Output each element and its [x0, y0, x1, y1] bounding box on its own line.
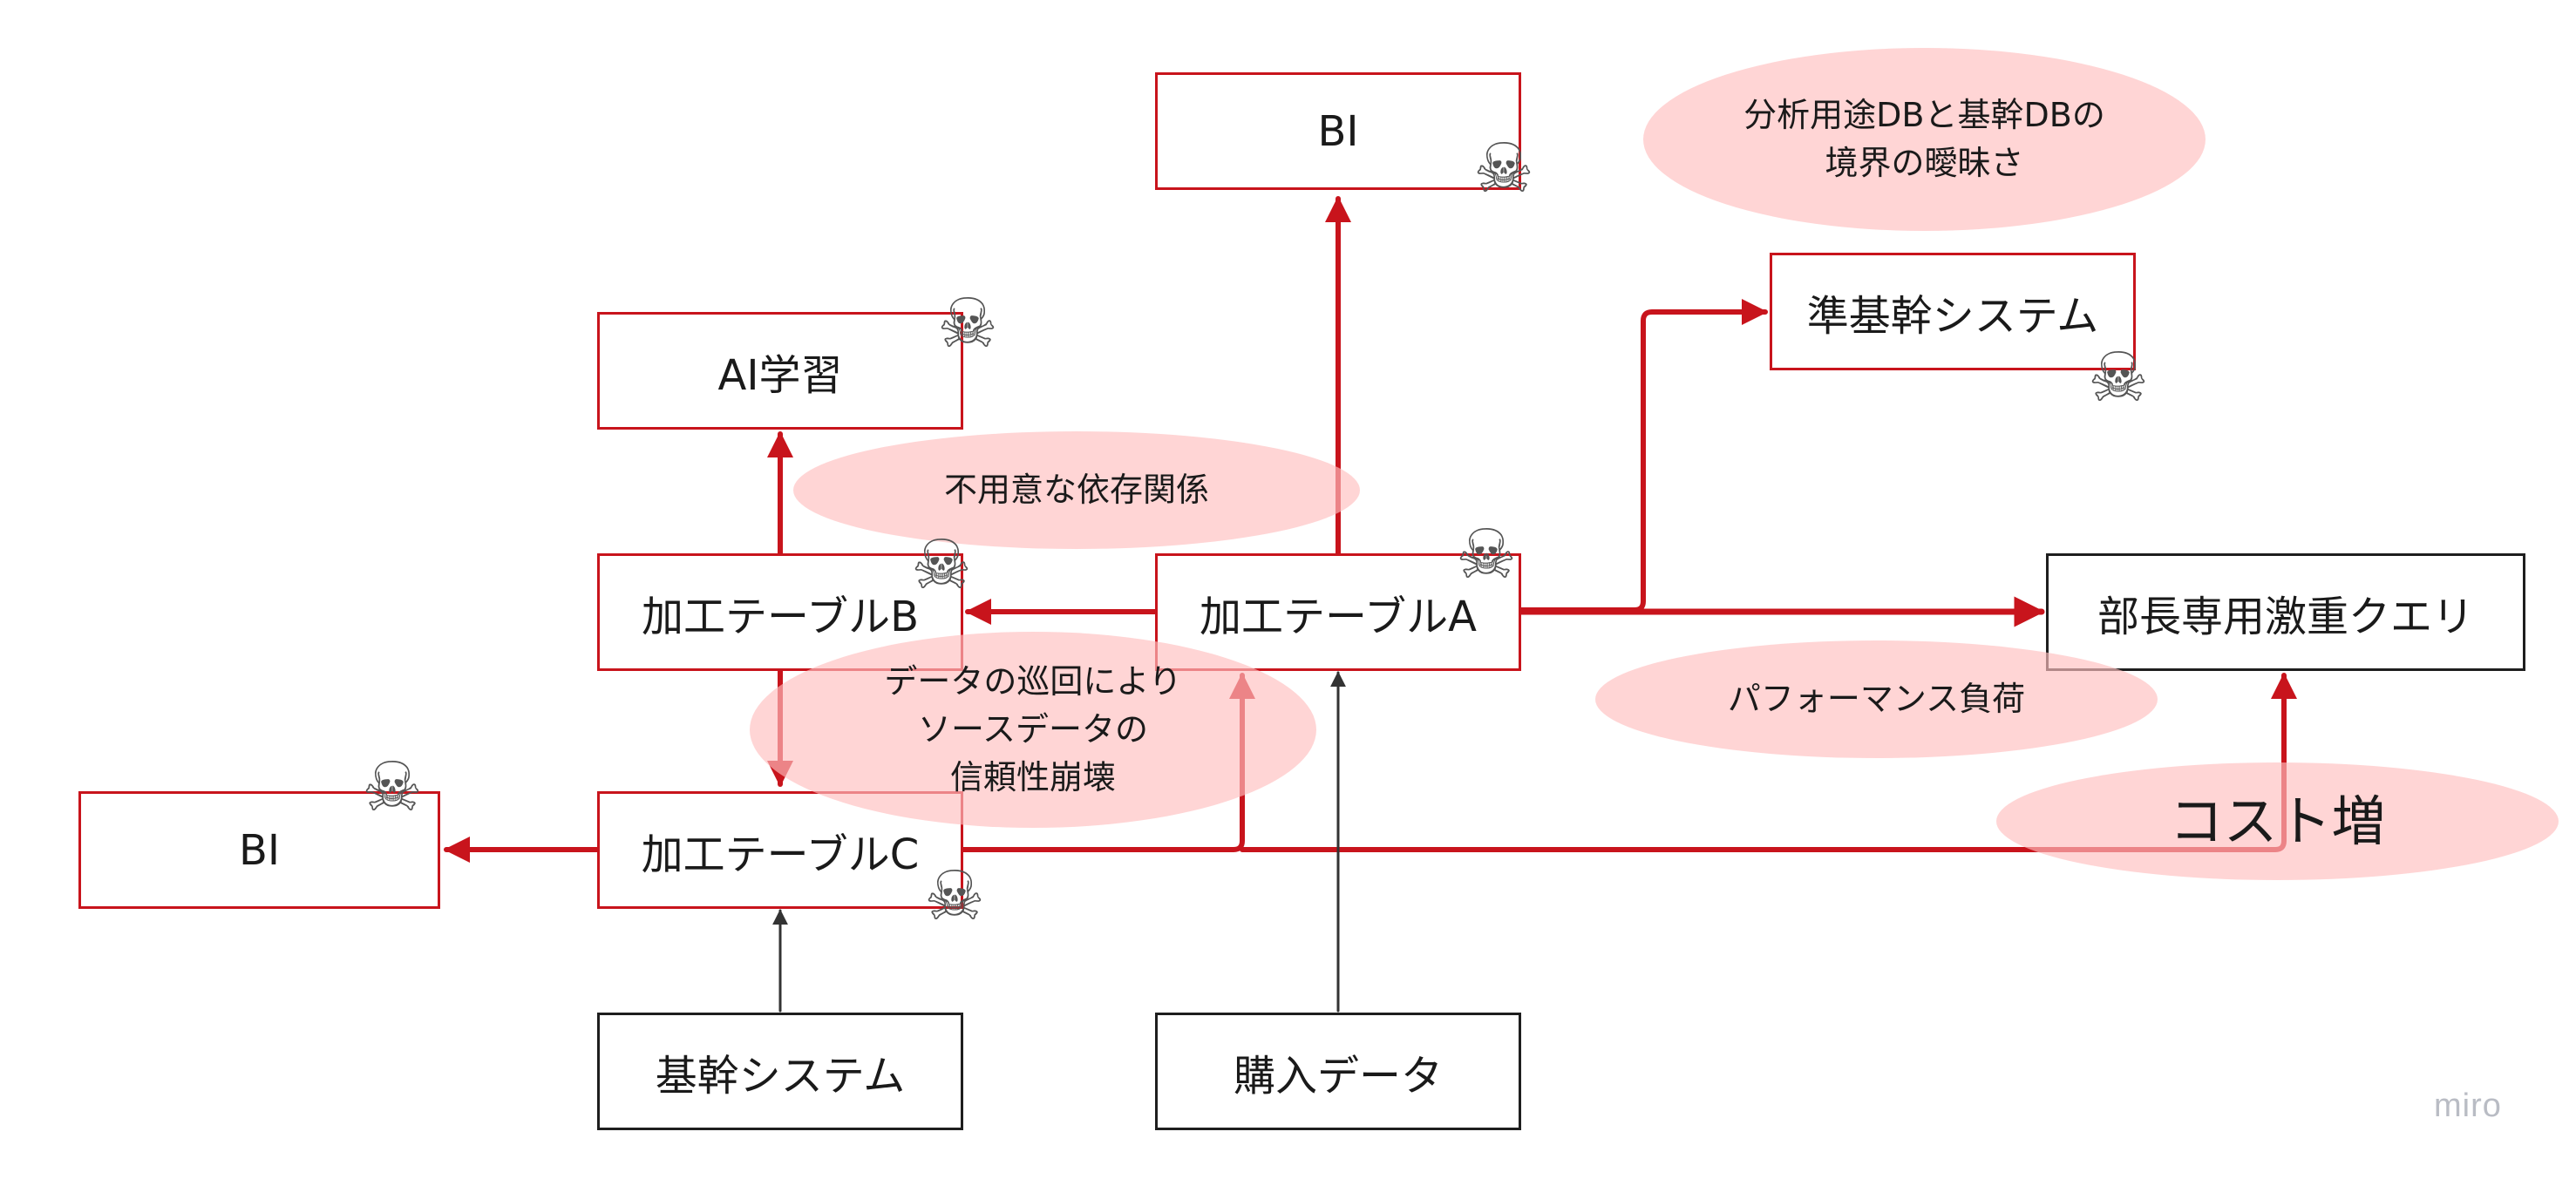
skull-icon: ☠ — [911, 526, 972, 605]
skull-icon: ☠ — [1456, 516, 1517, 594]
note-cost-increase[interactable]: コスト増 — [1996, 762, 2559, 880]
node-core-system-label: 基幹システム — [655, 1051, 906, 1101]
node-semi-core-system-label: 準基幹システム — [1806, 291, 2099, 341]
note-boundary-ambiguity[interactable]: 分析用途DBと基幹DBの 境界の曖昧さ — [1643, 48, 2206, 231]
note-trust-collapse-text: データの巡回により ソースデータの 信頼性崩壊 — [884, 661, 1182, 797]
node-table-b-label: 加工テーブルB — [641, 592, 920, 641]
node-bi-top-label: BI — [1317, 106, 1359, 156]
node-ai-training[interactable]: AI学習 — [597, 312, 963, 430]
note-trust-collapse[interactable]: データの巡回により ソースデータの 信頼性崩壊 — [750, 632, 1316, 828]
node-purchase-data[interactable]: 購入データ — [1155, 1013, 1521, 1130]
node-table-c-label: 加工テーブルC — [641, 830, 920, 879]
node-bi-top[interactable]: BI — [1155, 72, 1521, 190]
note-unintended-dependency-text: 不用意な依存関係 — [943, 470, 1209, 509]
skull-icon: ☠ — [362, 749, 423, 827]
node-table-c[interactable]: 加工テーブルC — [597, 791, 963, 909]
node-semi-core-system[interactable]: 準基幹システム — [1770, 253, 2136, 370]
node-bi-left[interactable]: BI — [78, 791, 440, 909]
skull-icon: ☠ — [937, 285, 998, 363]
node-purchase-data-label: 購入データ — [1233, 1051, 1443, 1101]
note-performance-load-text: パフォーマンス負荷 — [1727, 679, 2026, 718]
node-table-a[interactable]: 加工テーブルA — [1155, 553, 1521, 671]
node-bi-left-label: BI — [238, 825, 281, 875]
note-performance-load[interactable]: パフォーマンス負荷 — [1595, 640, 2158, 758]
note-cost-increase-text: コスト増 — [2169, 789, 2386, 853]
node-manager-query[interactable]: 部長専用激重クエリ — [2046, 553, 2525, 671]
skull-icon: ☠ — [924, 857, 985, 936]
node-ai-training-label: AI学習 — [717, 350, 843, 400]
skull-icon: ☠ — [2088, 339, 2149, 417]
node-core-system[interactable]: 基幹システム — [597, 1013, 963, 1130]
node-table-a-label: 加工テーブルA — [1200, 592, 1477, 641]
node-manager-query-label: 部長専用激重クエリ — [2097, 592, 2474, 641]
edge-a-to-semi-core — [1519, 299, 1768, 613]
skull-icon: ☠ — [1473, 130, 1534, 208]
note-unintended-dependency[interactable]: 不用意な依存関係 — [793, 431, 1360, 549]
note-boundary-ambiguity-text: 分析用途DBと基幹DBの 境界の曖昧さ — [1743, 95, 2105, 182]
miro-logo: miro — [2434, 1088, 2502, 1124]
edge-c-to-a — [961, 673, 1255, 852]
